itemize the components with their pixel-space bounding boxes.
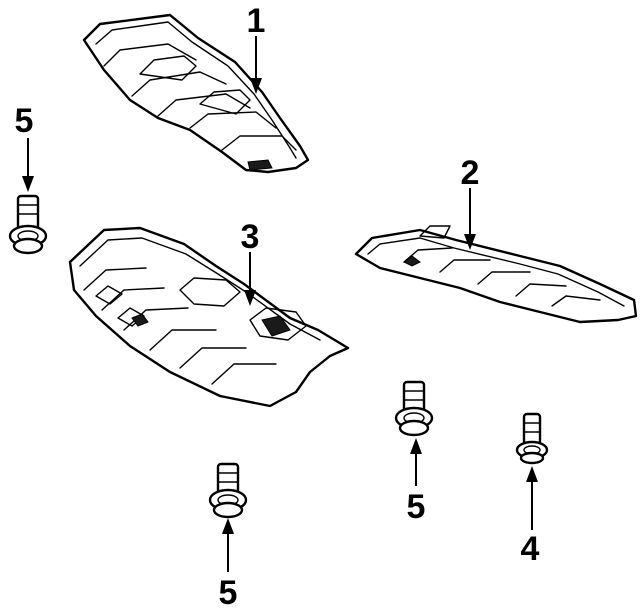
leader-2 <box>464 188 476 250</box>
bolt-5-bottom <box>208 462 248 519</box>
splash-shield-upper <box>82 13 310 174</box>
callout-1: 1 <box>247 2 266 40</box>
engine-undercover-right <box>354 225 638 324</box>
leader-1 <box>250 36 262 94</box>
callout-5-bottom: 5 <box>219 574 238 610</box>
front-lower-cover <box>68 226 350 408</box>
leader-5-bottom <box>222 518 234 572</box>
leader-4 <box>526 466 538 530</box>
callout-2: 2 <box>461 154 480 192</box>
leader-3 <box>244 252 256 306</box>
callout-5-left: 5 <box>15 102 34 140</box>
callout-3: 3 <box>241 218 260 256</box>
leader-5-right <box>410 438 422 486</box>
callout-4: 4 <box>521 530 540 568</box>
bolt-5-left <box>8 194 48 255</box>
callout-5-right: 5 <box>407 488 426 526</box>
clip-4 <box>515 412 549 465</box>
bolt-5-right <box>394 380 434 437</box>
leader-5-left <box>22 138 34 192</box>
